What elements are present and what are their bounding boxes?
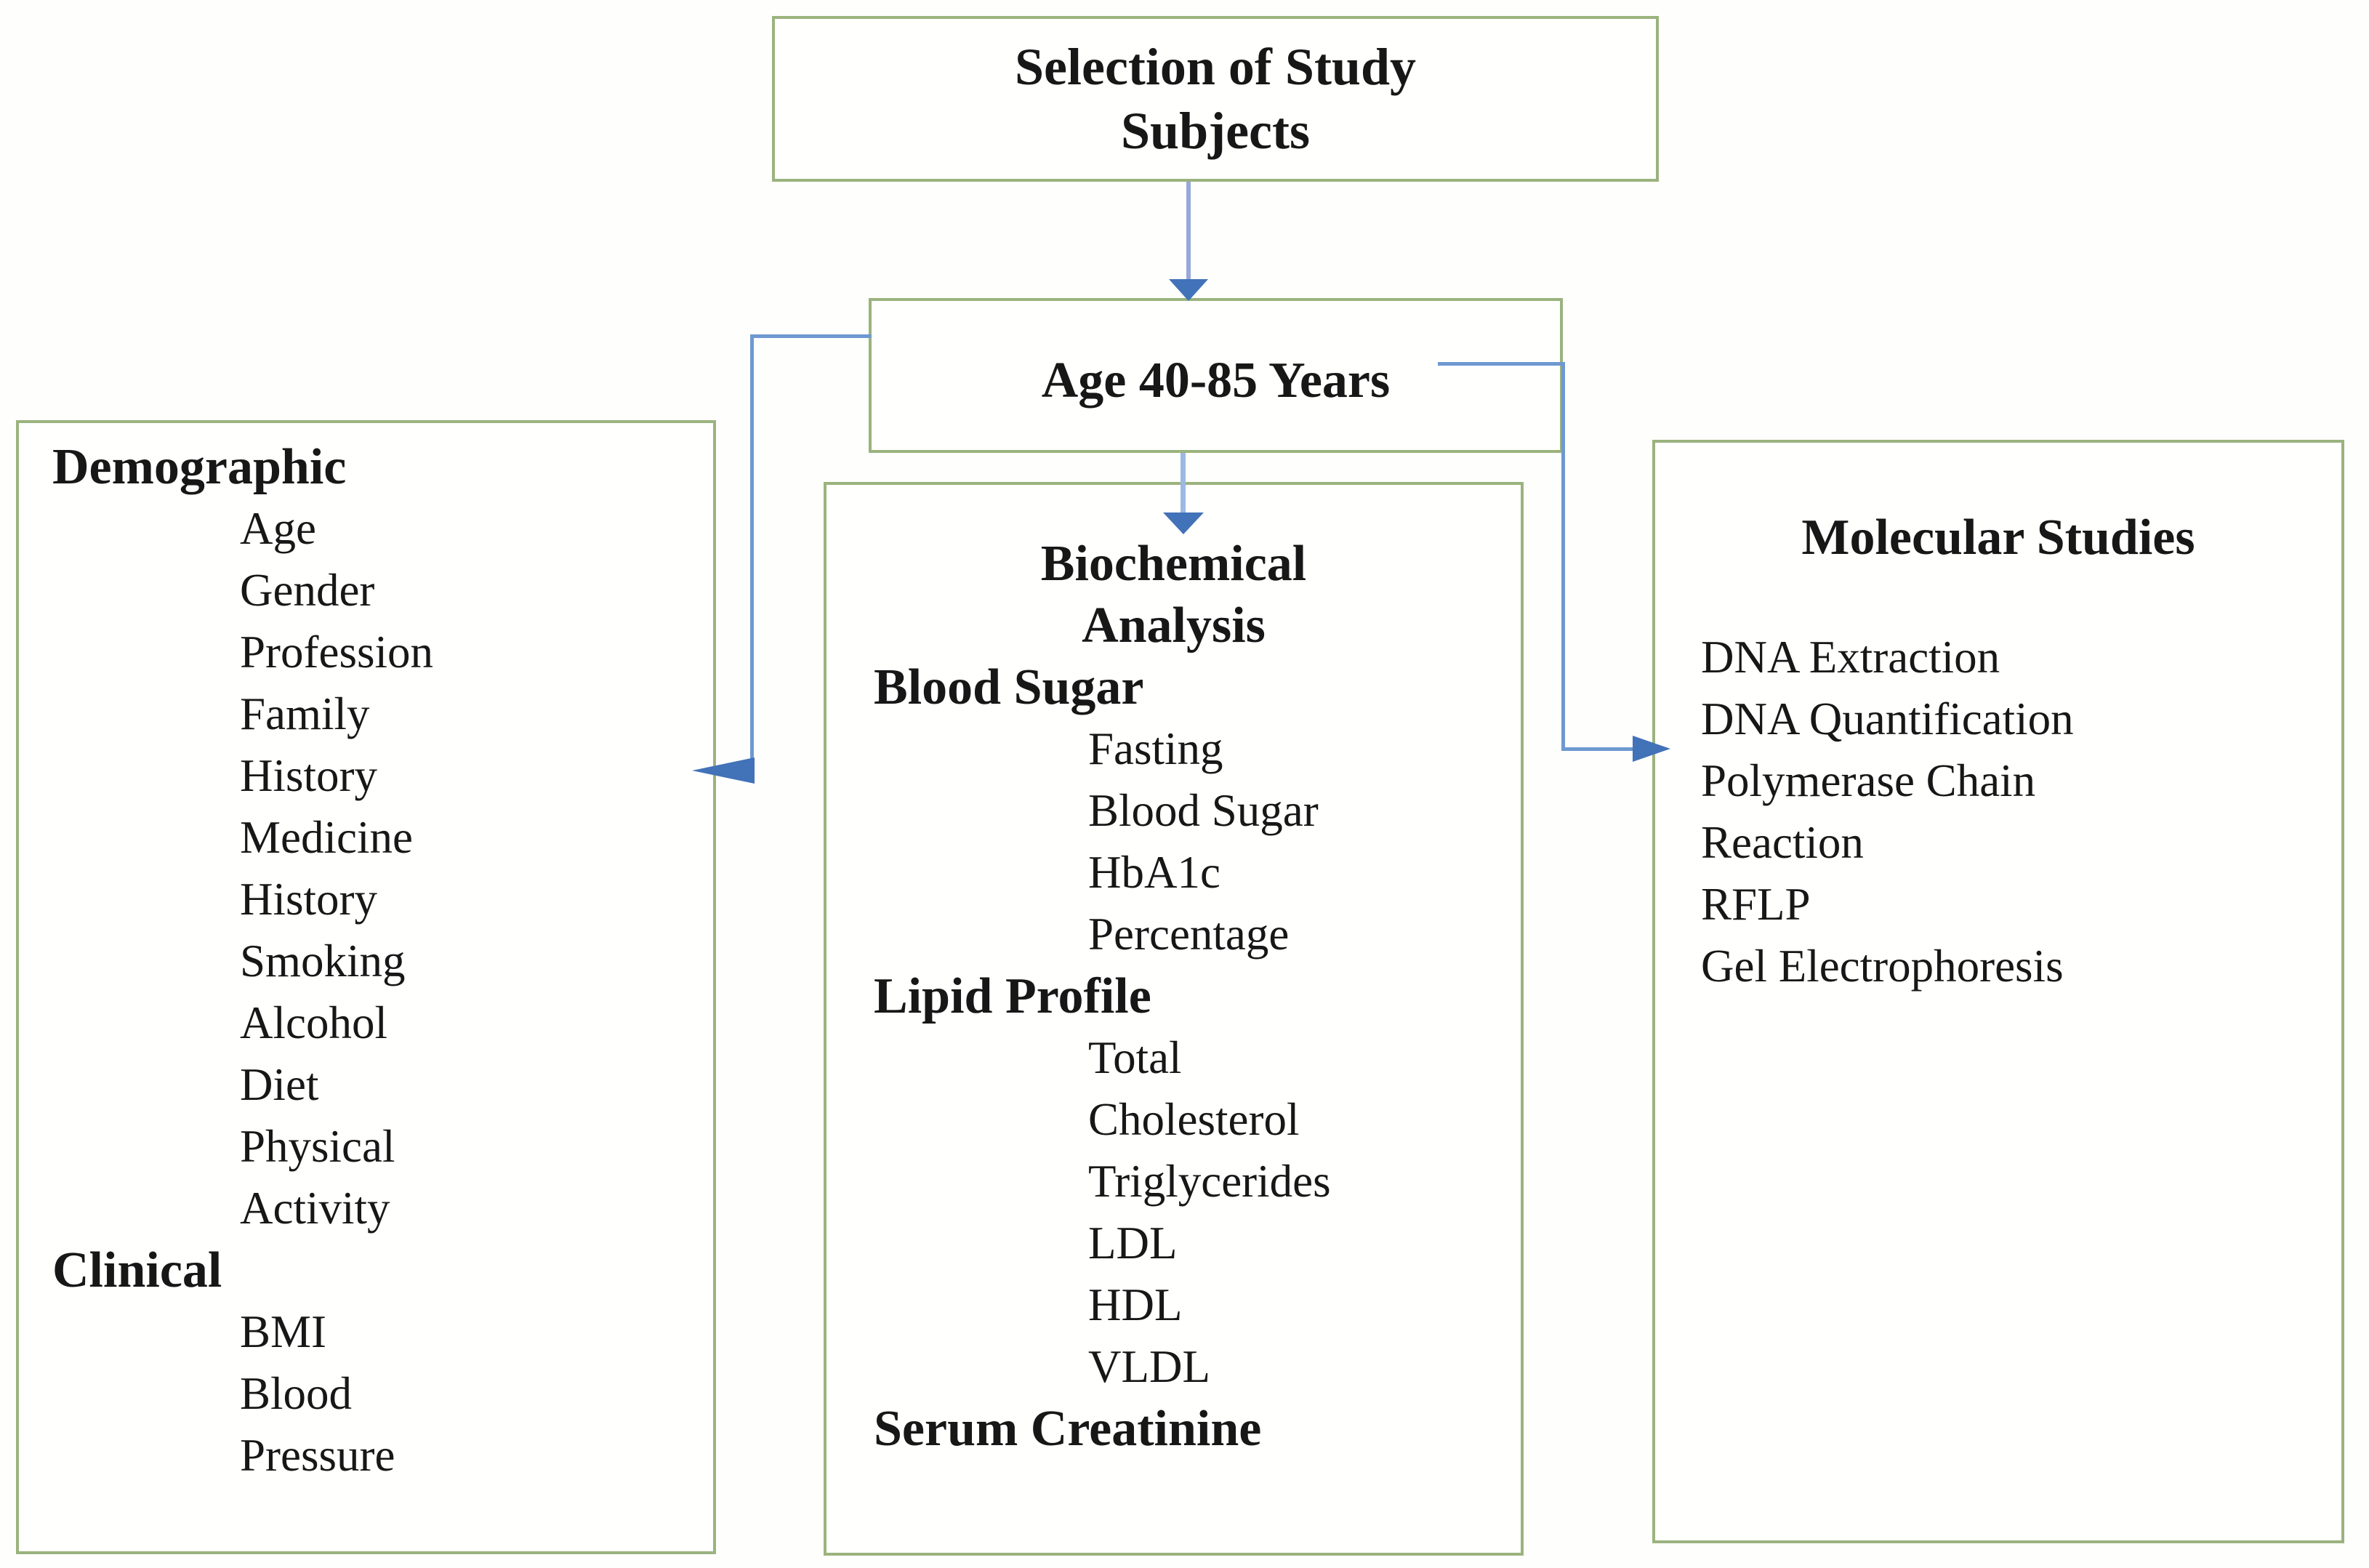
lipid-item: Total: [1088, 1032, 1182, 1083]
demographic-item: Activity: [240, 1183, 390, 1234]
molecular-item: RFLP: [1701, 879, 1811, 930]
blood-sugar-item: Percentage: [1088, 909, 1290, 960]
molecular-item: Polymerase Chain: [1701, 755, 2036, 806]
connector-top-to-age-line: [1186, 182, 1191, 281]
lipid-profile-heading: Lipid Profile: [874, 968, 1151, 1024]
molecular-item: DNA Quantification: [1701, 693, 2074, 744]
biochemical-analysis-box: Biochemical Analysis Blood Sugar Fasting…: [824, 482, 1524, 1556]
molecular-item: Gel Electrophoresis: [1701, 941, 2064, 992]
connector-age-to-molecular-vertical: [1561, 362, 1565, 750]
demographic-item: Profession: [240, 627, 433, 678]
molecular-studies-box: Molecular Studies DNA Extraction DNA Qua…: [1652, 440, 2344, 1543]
demographic-item: Smoking: [240, 936, 406, 986]
molecular-item: DNA Extraction: [1701, 632, 2000, 683]
lipid-item: Cholesterol: [1088, 1094, 1300, 1145]
clinical-heading: Clinical: [52, 1242, 222, 1298]
lipid-item: Triglycerides: [1088, 1156, 1331, 1207]
connector-age-to-demographic-vertical: [750, 334, 754, 771]
demographic-item: History: [240, 874, 377, 925]
serum-creatinine-heading: Serum Creatinine: [874, 1401, 1262, 1457]
demographic-item: Age: [240, 503, 316, 554]
arrowhead-down-icon: [1169, 279, 1208, 301]
blood-sugar-item: Fasting: [1088, 723, 1223, 774]
blood-sugar-item: Blood Sugar: [1088, 785, 1319, 836]
demographic-item: Gender: [240, 565, 375, 616]
top-box-title-line1: Selection of Study: [1014, 38, 1417, 96]
age-range-label: Age 40-85 Years: [1041, 353, 1391, 409]
lipid-item: LDL: [1088, 1218, 1178, 1269]
blood-sugar-item: HbA1c: [1088, 847, 1220, 898]
arrowhead-left-icon: [692, 757, 755, 784]
clinical-item: Pressure: [240, 1430, 395, 1481]
arrowhead-down-icon: [1163, 512, 1204, 534]
demographic-item: Physical: [240, 1121, 395, 1172]
connector-age-to-molecular-horizontal-bottom: [1561, 747, 1634, 751]
connector-age-to-demographic-horizontal: [750, 334, 872, 338]
demographic-item: Medicine: [240, 812, 413, 863]
molecular-studies-title: Molecular Studies: [1801, 510, 2195, 566]
top-box-title-line2: Subjects: [1120, 102, 1310, 160]
demographic-item: Alcohol: [240, 997, 387, 1048]
age-range-box: Age 40-85 Years: [869, 298, 1563, 453]
connector-age-to-molecular-horizontal-top: [1438, 362, 1565, 366]
biochemical-title-line2: Analysis: [1082, 598, 1266, 654]
demographic-heading: Demographic: [52, 439, 347, 495]
selection-of-study-subjects-box: Selection of Study Subjects: [772, 16, 1659, 182]
lipid-item: HDL: [1088, 1279, 1183, 1330]
connector-age-to-biochemical-line: [1181, 453, 1186, 515]
lipid-item: VLDL: [1088, 1341, 1210, 1392]
demographic-item: Diet: [240, 1059, 319, 1110]
arrowhead-right-icon: [1633, 736, 1670, 762]
biochemical-title-line1: Biochemical: [1040, 536, 1307, 592]
clinical-item: BMI: [240, 1306, 327, 1357]
clinical-item: Blood: [240, 1368, 353, 1419]
molecular-item: Reaction: [1701, 817, 1864, 868]
demographic-clinical-box: Demographic Age Gender Profession Family…: [16, 420, 716, 1554]
demographic-item: History: [240, 750, 377, 801]
blood-sugar-heading: Blood Sugar: [874, 659, 1144, 715]
demographic-item: Family: [240, 688, 370, 739]
